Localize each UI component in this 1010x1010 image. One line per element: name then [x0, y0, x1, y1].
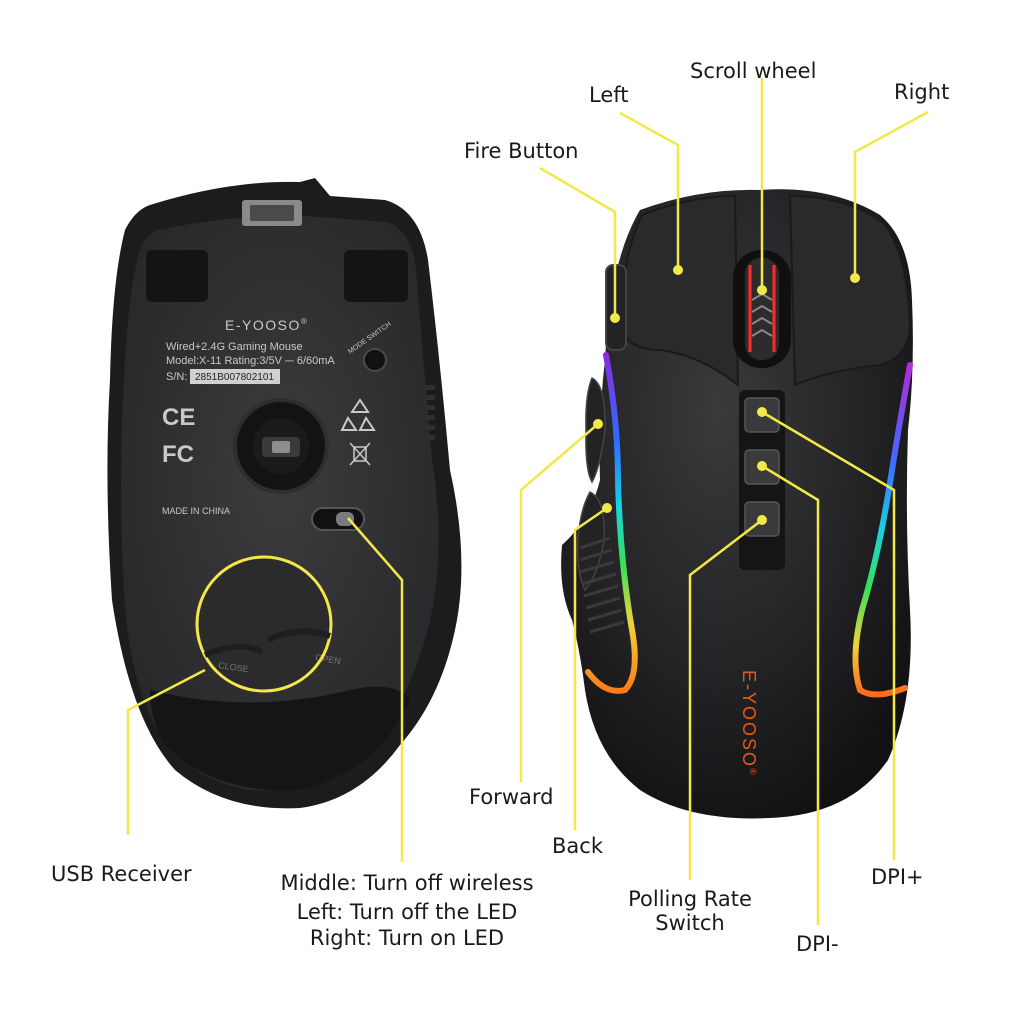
back-label: Back: [552, 834, 603, 858]
serial-number: 2851B007802101: [195, 372, 274, 383]
usb-receiver-label: USB Receiver: [51, 862, 192, 886]
ce-mark: CE: [162, 404, 195, 431]
polling-rate-label-line-2: Switch: [655, 911, 725, 935]
switch-line-3: Right: Turn on LED: [309, 926, 505, 950]
scroll-wheel-label: Scroll wheel: [690, 59, 817, 83]
recycle-icon: [340, 398, 376, 431]
switch-line-1: Middle: Turn off wireless: [280, 871, 534, 895]
left-button-callout: [619, 111, 680, 270]
top-brand-logo: E-YOOSO®: [739, 670, 759, 777]
callout-dots: [593, 265, 860, 525]
usb-receiver-compartment[interactable]: [195, 555, 333, 693]
dpi-minus-label: DPI-: [796, 932, 839, 956]
right-rgb-strip: [852, 362, 913, 698]
forward-callout: [519, 423, 599, 782]
right-mouse-button[interactable]: [788, 194, 912, 387]
callout-lines: [126, 78, 929, 925]
mouse-top-view: E-YOOSO®: [561, 189, 913, 819]
switch-line-2: Left: Turn off the LED: [296, 900, 518, 924]
mouse-bottom-view: E-YOOSO® Wired+2.4G Gaming Mouse Model:X…: [107, 178, 462, 809]
front-right-foot: [344, 250, 408, 302]
cover-close-label: CLOSE: [218, 660, 250, 674]
serial-sticker: [190, 369, 280, 384]
mode-switch-button[interactable]: [363, 348, 387, 372]
right-button-callout: [853, 110, 929, 278]
left-button-label: Left: [589, 83, 629, 107]
spec-line-1: Wired+2.4G Gaming Mouse: [166, 341, 303, 353]
fc-mark: FC: [162, 441, 194, 468]
front-left-foot: [146, 250, 208, 302]
thumb-grip-texture: [579, 536, 625, 634]
fire-button-callout: [539, 166, 617, 318]
forward-label: Forward: [469, 785, 554, 809]
serial-label: S/N:: [166, 371, 187, 383]
weee-bin-icon: [349, 442, 371, 466]
forward-side-button[interactable]: [585, 376, 606, 484]
dpi-plus-label: DPI+: [871, 865, 924, 889]
spec-line-2: Model:X-11 Rating:3/5V ⎓ 6/60mA: [166, 355, 335, 367]
bottom-brand: E-YOOSO®: [225, 317, 308, 333]
right-button-label: Right: [894, 80, 950, 104]
usb-receiver-callout: [126, 668, 206, 835]
cover-open-label: OPEN: [315, 652, 342, 666]
rear-foot: [150, 686, 410, 791]
polling-callout: [688, 519, 763, 880]
left-rgb-strip: [585, 352, 638, 694]
made-in-label: MADE IN CHINA: [162, 506, 230, 516]
mode-switch-callout: [347, 517, 404, 862]
back-callout: [573, 506, 608, 830]
polling-rate-label-line-1: Polling Rate: [628, 887, 752, 911]
fire-button-label: Fire Button: [464, 139, 579, 163]
dpi-plus-callout: [761, 410, 896, 860]
side-grip-texture: [425, 385, 435, 440]
dpi-minus-callout: [761, 464, 820, 925]
